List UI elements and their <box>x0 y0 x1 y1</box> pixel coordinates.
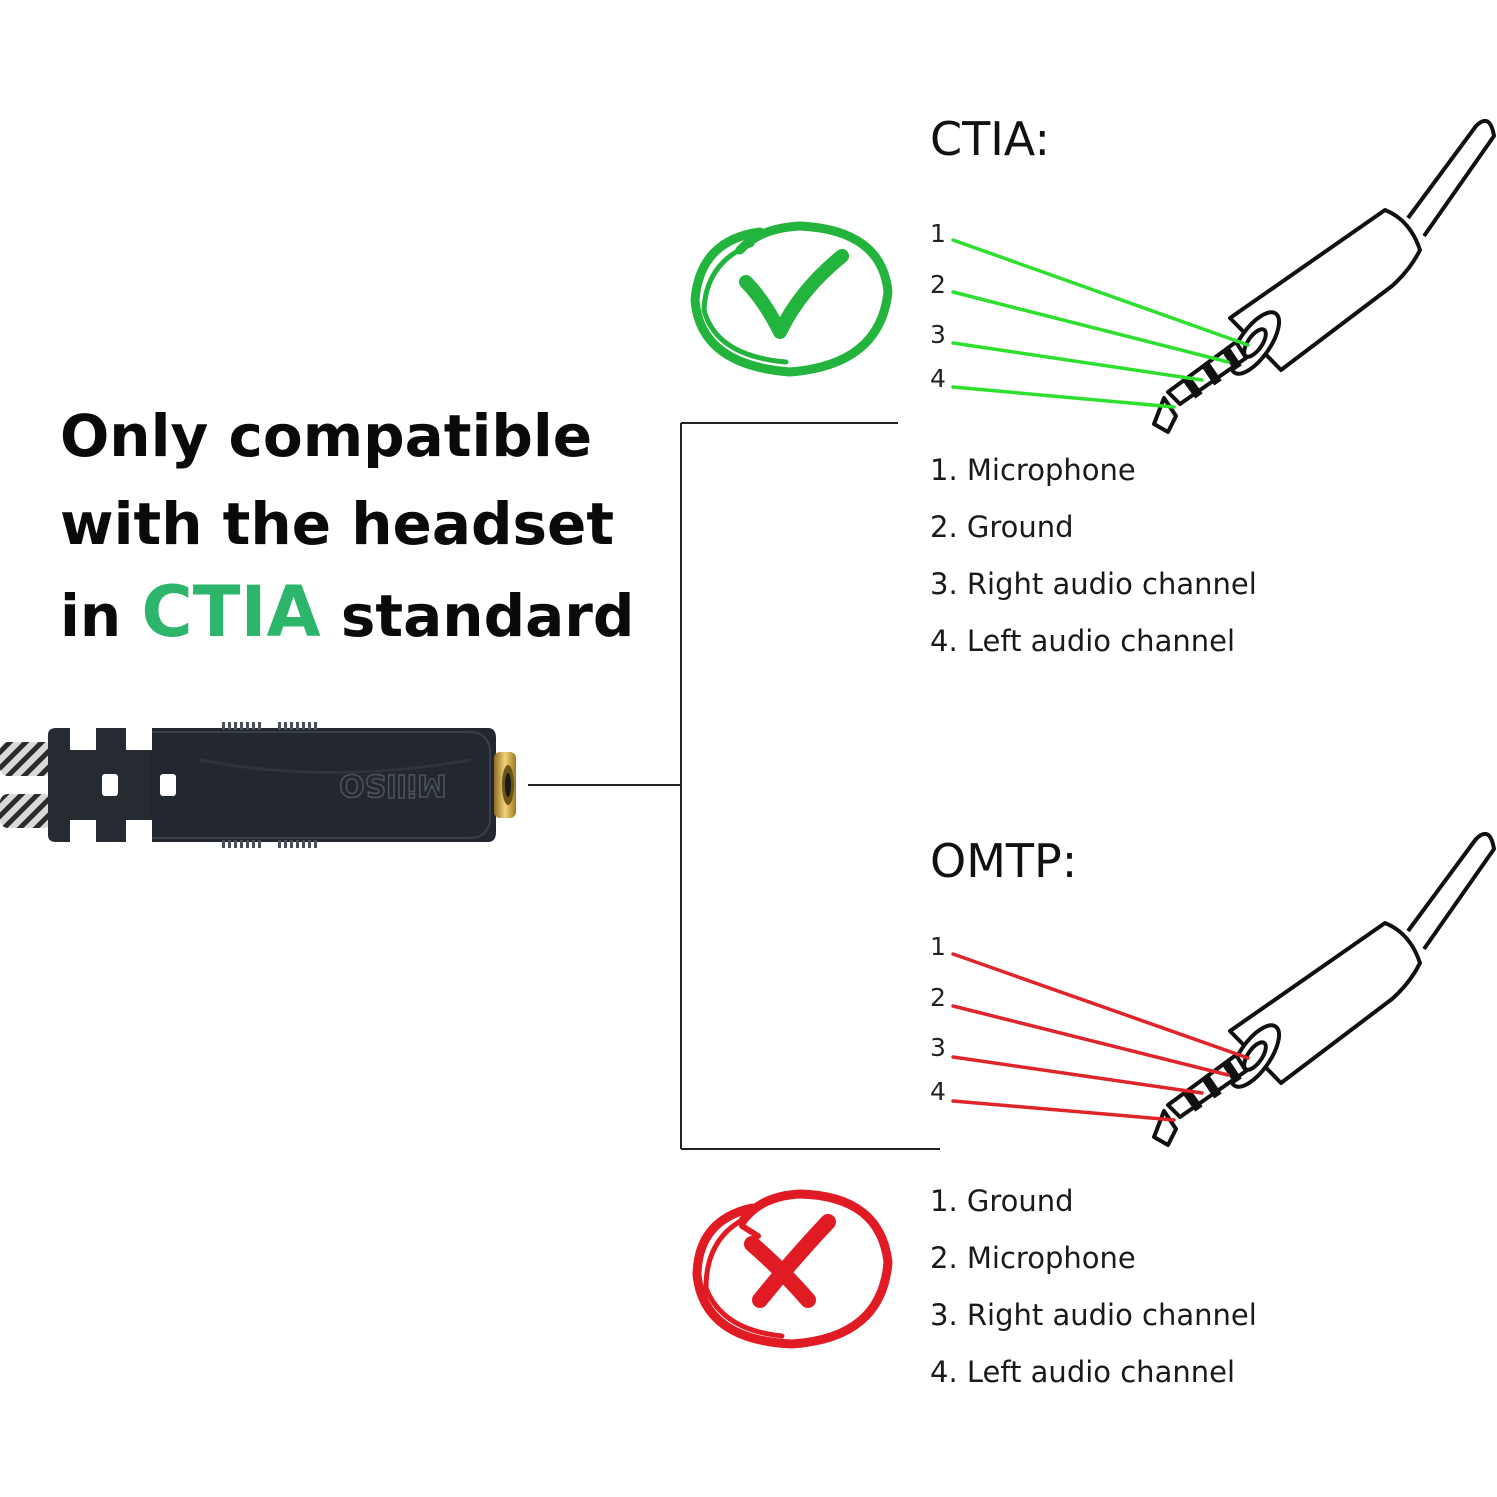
ctia-wire-1 <box>951 238 1250 347</box>
headline-accent-ctia: CTIA <box>141 571 321 653</box>
ctia-legend-item: 2. Ground <box>930 510 1074 544</box>
omtp-wire-1 <box>951 952 1250 1060</box>
ctia-pin-3: 3 <box>930 320 946 349</box>
ctia-legend-item: 1. Microphone <box>930 453 1136 487</box>
bracket-lines <box>528 422 940 1150</box>
omtp-pin-1: 1 <box>930 932 946 961</box>
ctia-legend-item: 4. Left audio channel <box>930 624 1235 658</box>
omtp-legend: 1. Ground 2. Microphone 3. Right audio c… <box>930 1173 1257 1401</box>
headline-line-3-suffix: standard <box>320 582 635 650</box>
omtp-legend-item: 4. Left audio channel <box>930 1355 1235 1389</box>
ctia-wire-4 <box>951 385 1176 409</box>
compatibility-headline: Only compatible with the headset in CTIA… <box>60 392 680 660</box>
headline-line-2: with the headset <box>60 490 615 558</box>
omtp-pin-wires <box>951 952 1250 1122</box>
ctia-plug-drawing <box>1152 118 1496 434</box>
omtp-pin-4: 4 <box>930 1077 946 1106</box>
omtp-legend-item: 3. Right audio channel <box>930 1298 1257 1332</box>
ctia-pin-1: 1 <box>930 219 946 248</box>
braided-cable-bottom <box>0 794 52 828</box>
headline-line-3-prefix: in <box>60 582 142 650</box>
ctia-pin-wires <box>951 238 1250 409</box>
female-jack-connector: MillSO <box>0 722 516 848</box>
omtp-pin-2: 2 <box>930 983 946 1012</box>
ctia-title: CTIA: <box>930 112 1050 166</box>
ctia-wire-2 <box>951 290 1230 364</box>
omtp-legend-item: 2. Microphone <box>930 1241 1136 1275</box>
brand-logo: MillSO <box>339 767 447 802</box>
omtp-wire-3 <box>951 1055 1204 1095</box>
check-icon <box>690 221 893 377</box>
ctia-legend: 1. Microphone 2. Ground 3. Right audio c… <box>930 442 1257 670</box>
omtp-title: OMTP: <box>930 834 1078 888</box>
headline-line-1: Only compatible <box>60 402 593 470</box>
omtp-plug-drawing <box>1152 831 1496 1147</box>
omtp-wire-4 <box>951 1099 1176 1122</box>
ctia-wire-3 <box>951 341 1204 382</box>
ctia-legend-item: 3. Right audio channel <box>930 567 1257 601</box>
ctia-pin-2: 2 <box>930 270 946 299</box>
cross-icon <box>692 1189 893 1349</box>
omtp-wire-2 <box>951 1004 1230 1077</box>
ctia-pin-4: 4 <box>930 364 946 393</box>
braided-cable-top <box>0 742 52 776</box>
omtp-legend-item: 1. Ground <box>930 1184 1074 1218</box>
omtp-pin-3: 3 <box>930 1033 946 1062</box>
